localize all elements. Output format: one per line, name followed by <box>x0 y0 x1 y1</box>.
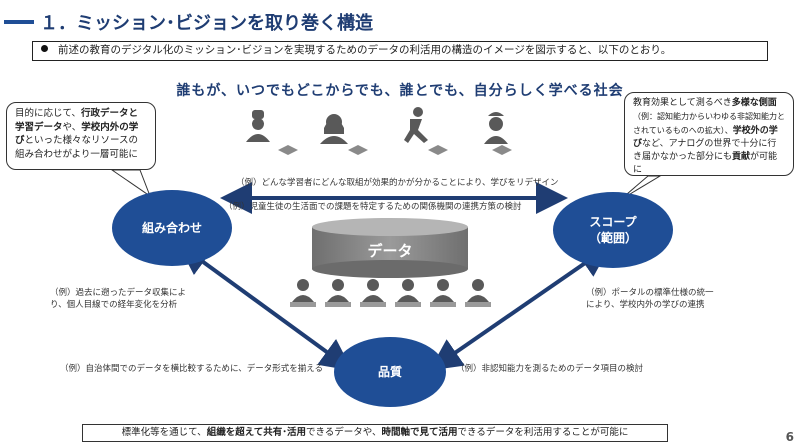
nurse-person-icon <box>484 112 508 144</box>
callout-right-text-3: など、アナログの世界で十分に行き届かなかった部分にも <box>633 139 777 162</box>
callout-left-text-1: 目的に応じて、 <box>15 108 82 119</box>
node-quality-label: 品質 <box>377 365 402 379</box>
data-cylinder-icon <box>312 218 468 278</box>
callout-left-text-3: といった様々なリソースの組み合わせがより一層可能に <box>15 135 139 160</box>
callout-right-text-4: が可能に <box>633 152 778 175</box>
callout-right-bold-2: 学校外の学び <box>633 126 778 149</box>
node-combination <box>112 190 232 266</box>
node-scope <box>553 192 673 268</box>
callout-left-tail <box>110 169 152 198</box>
node-combination-label: 組み合わせ <box>141 221 202 235</box>
example-right-1: （例）ポータルの標準仕様の統一 <box>586 288 714 298</box>
footer-text-2: できるデータや、 <box>305 427 382 438</box>
bullet-summary-text: 前述の教育のデジタル化のミッション･ビジョンを実現するためのデータの利活用の構造… <box>58 44 672 56</box>
data-cylinder-label: データ <box>367 242 413 260</box>
node-scope-label-line2: （範囲） <box>588 231 637 245</box>
headline: 誰もが、いつでもどこからでも、誰とでも、自分らしく学べる社会 <box>176 83 624 99</box>
footer-text-1: 標準化等を通じて、 <box>121 427 207 438</box>
example-top-1: （例）どんな学習者にどんな取組が効果的かが分かることにより、学びをリデザイン <box>236 178 559 188</box>
callout-left-bold-2: 学校内外の学び <box>15 121 139 147</box>
woman-person-icon <box>320 114 348 144</box>
callout-left-text-2: や、 <box>62 121 82 133</box>
callout-right-bold-3: 貢献 <box>732 152 751 162</box>
person-icons-top <box>246 107 512 155</box>
running-person-icon <box>404 107 428 143</box>
example-right-2: により、学校内外の学びの連携 <box>586 300 705 310</box>
page-number: 6 <box>785 430 794 444</box>
callout-right: 教育効果として測るべき多様な側面 （例：認知能力からいわゆる非認知能力とされている… <box>624 92 794 176</box>
node-quality <box>334 337 446 407</box>
chef-person-icon <box>246 110 270 142</box>
example-bottom-left: （例）自治体間でのデータを横比較するために、データ形式を揃える <box>60 364 323 374</box>
callout-right-text-2: （例：認知能力からいわゆる非認知能力とされているものへの拡大）、 <box>633 112 785 135</box>
example-left-2: り、個人目線での経年変化を分析 <box>50 300 178 310</box>
callout-right-text-1: 教育効果として測るべき <box>633 98 732 108</box>
mortarboard-icons <box>278 145 512 155</box>
example-bottom-right: （例）非認知能力を測るためのデータ項目の検討 <box>456 364 644 374</box>
example-top-2: （例）児童生徒の生活面での課題を特定するための関係機関の連携方策の検討 <box>224 202 522 212</box>
footer-bold-1: 組織を超えて共有･活用 <box>206 427 306 438</box>
callout-left: 目的に応じて、行政データと学習データや、学校内外の学びといった様々なリソースの組… <box>6 102 156 170</box>
arrow-right <box>429 245 611 371</box>
footer-bold-2: 時間軸で見て活用 <box>381 427 458 438</box>
bullet-dot-icon <box>41 45 48 52</box>
footer-text-3: できるデータを利活用することが可能に <box>457 427 629 438</box>
footer-summary-box: 標準化等を通じて、組織を超えて共有･活用できるデータや、時間軸で見て活用できるデ… <box>82 424 668 442</box>
callout-right-bold-1: 多様な側面 <box>731 98 777 108</box>
callout-left-bold-1: 行政データと学習データ <box>15 108 139 133</box>
bullet-summary-box: 前述の教育のデジタル化のミッション･ビジョンを実現するためのデータの利活用の構造… <box>32 41 768 61</box>
example-left-1: （例）過去に遡ったデータ収集によ <box>50 288 187 298</box>
page-title: １．ミッション･ビジョンを取り巻く構造 <box>40 13 373 34</box>
node-scope-label-line1: スコープ <box>589 215 637 229</box>
node-scope-label: スコープ （範囲） <box>553 214 673 246</box>
title-accent-bar <box>4 20 34 24</box>
student-person-icons <box>290 279 491 307</box>
arrow-left <box>177 243 353 371</box>
